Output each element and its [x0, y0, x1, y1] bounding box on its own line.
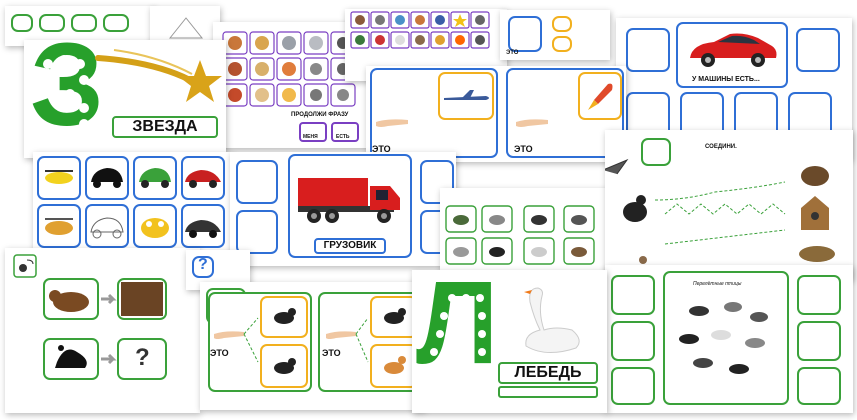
shooting-star-icon [95, 49, 222, 102]
cell [420, 160, 454, 204]
analogy-graphics [49, 282, 163, 368]
red-car-icon [690, 33, 777, 67]
card-migratory-birds: Перелётные птицы [605, 265, 853, 413]
hand-pointer-icon [376, 119, 408, 127]
cell [236, 210, 278, 254]
this-is-label-left: ЭТО [372, 144, 391, 154]
word-box: ГРУЗОВИК [314, 238, 386, 254]
card-vehicles [33, 152, 233, 252]
letter-l: Л [416, 270, 499, 389]
car-caption: У МАШИНЫ ЕСТЬ... [692, 76, 760, 83]
letter-dots [43, 55, 89, 143]
cell [192, 256, 214, 278]
have-label: ЕСТЬ [336, 134, 350, 140]
migratory-birds-icons [679, 302, 768, 374]
cell [611, 275, 655, 315]
card-top-mid: ЭТО [500, 10, 610, 60]
word-box: ЛЕБЕДЬ [498, 362, 598, 384]
space-grid [350, 11, 490, 49]
syllable-boxes [498, 386, 598, 398]
card-letter-z: З ЗВЕЗДА [24, 40, 226, 158]
cell [103, 14, 129, 32]
cell [797, 321, 841, 361]
answer-cell [117, 338, 167, 380]
prompt-label: ПРОДОЛЖИ ФРАЗУ [291, 112, 349, 118]
cell [236, 160, 278, 204]
speaker-icon [13, 254, 37, 278]
connect-title: СОЕДИНИ. [705, 144, 737, 150]
cell [797, 367, 841, 405]
card-this-is-bottom: ЭТО ЭТО [200, 282, 425, 410]
swan-icon [524, 287, 580, 353]
card-connect: СОЕДИНИ. [605, 130, 853, 280]
hand-pointer-icon [516, 119, 548, 127]
cell [611, 321, 655, 361]
birds-grid [445, 205, 595, 265]
cell [11, 14, 33, 32]
card-truck: ГРУЗОВИК [230, 152, 456, 266]
answer-cell [260, 296, 308, 338]
connect-graphics [605, 158, 835, 264]
triangle-icon [168, 17, 204, 39]
birds-icons [214, 308, 406, 374]
card-analogy: ? [5, 248, 200, 413]
have-not-label: МЕНЯ [303, 134, 318, 140]
letter-dots [424, 294, 486, 374]
rocket-icon [588, 83, 613, 110]
cell [85, 204, 129, 248]
cell [552, 36, 572, 52]
cell [39, 14, 65, 32]
this-is-label-right: ЭТО [514, 144, 533, 154]
question-mark: ? [135, 344, 150, 371]
this-is-label: ЭТО [506, 50, 519, 56]
cell [797, 275, 841, 315]
have-box [331, 122, 359, 142]
card-letter-l: Л ЛЕБЕДЬ [412, 270, 607, 413]
card-birds-grid [440, 188, 608, 278]
airplane-icon [444, 90, 489, 100]
birds-caption: Перелётные птицы [693, 281, 742, 287]
question-mark: ? [198, 256, 208, 273]
vehicles-icons [45, 168, 221, 239]
cell [626, 28, 670, 72]
card-triangle [150, 6, 220, 46]
cell [71, 14, 97, 32]
this-is-label-right: ЭТО [322, 348, 341, 358]
have-not-box [299, 122, 327, 142]
cell [552, 16, 572, 32]
card-this-is-top: ЭТО ЭТО [366, 66, 626, 162]
this-is-label-left: ЭТО [210, 348, 229, 358]
answer-cell [578, 72, 622, 120]
truck-icon [298, 178, 400, 223]
cell [796, 28, 840, 72]
cell [641, 138, 671, 166]
cell [508, 16, 542, 52]
word-box: ЗВЕЗДА [112, 116, 218, 138]
card-top-left [5, 6, 155, 46]
cell [611, 367, 655, 405]
